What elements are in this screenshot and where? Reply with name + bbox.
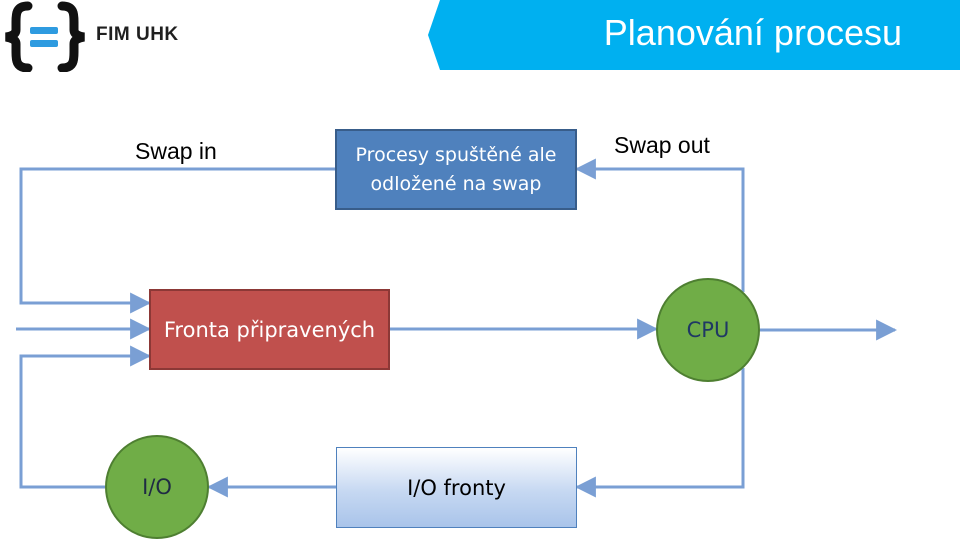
- title-bar: [428, 0, 960, 70]
- swap-in-label: Swap in: [135, 138, 217, 164]
- io-label: I/O: [142, 475, 172, 499]
- ready-queue-box: Fronta připravených: [149, 289, 390, 370]
- logo-text: FIM UHK: [96, 24, 179, 45]
- swapped-processes-box: Procesy spuštěné ale odložené na swap: [335, 129, 577, 210]
- swap-out-connector: [574, 158, 745, 292]
- ready-queue-label: Fronta připravených: [163, 317, 376, 342]
- io-queues-label: I/O fronty: [407, 475, 506, 500]
- fim-uhk-logo: FIM UHK: [0, 0, 190, 72]
- io-to-ready-connector: [19, 345, 152, 489]
- swap-in-connector: [19, 167, 335, 314]
- cpu-to-io-queue-connector: [574, 368, 745, 498]
- cpu-label: CPU: [686, 318, 730, 342]
- io-queues-box: I/O fronty: [336, 447, 577, 528]
- slide-title: Planování procesu: [603, 12, 902, 53]
- swap-out-label: Swap out: [614, 132, 710, 158]
- io-node: I/O: [105, 435, 209, 539]
- logo-braces-icon: [5, 1, 85, 72]
- cpu-node: CPU: [656, 278, 760, 382]
- swapped-processes-line1: Procesy spuštěné ale: [355, 143, 557, 166]
- swapped-processes-line2: odložené na swap: [370, 172, 542, 195]
